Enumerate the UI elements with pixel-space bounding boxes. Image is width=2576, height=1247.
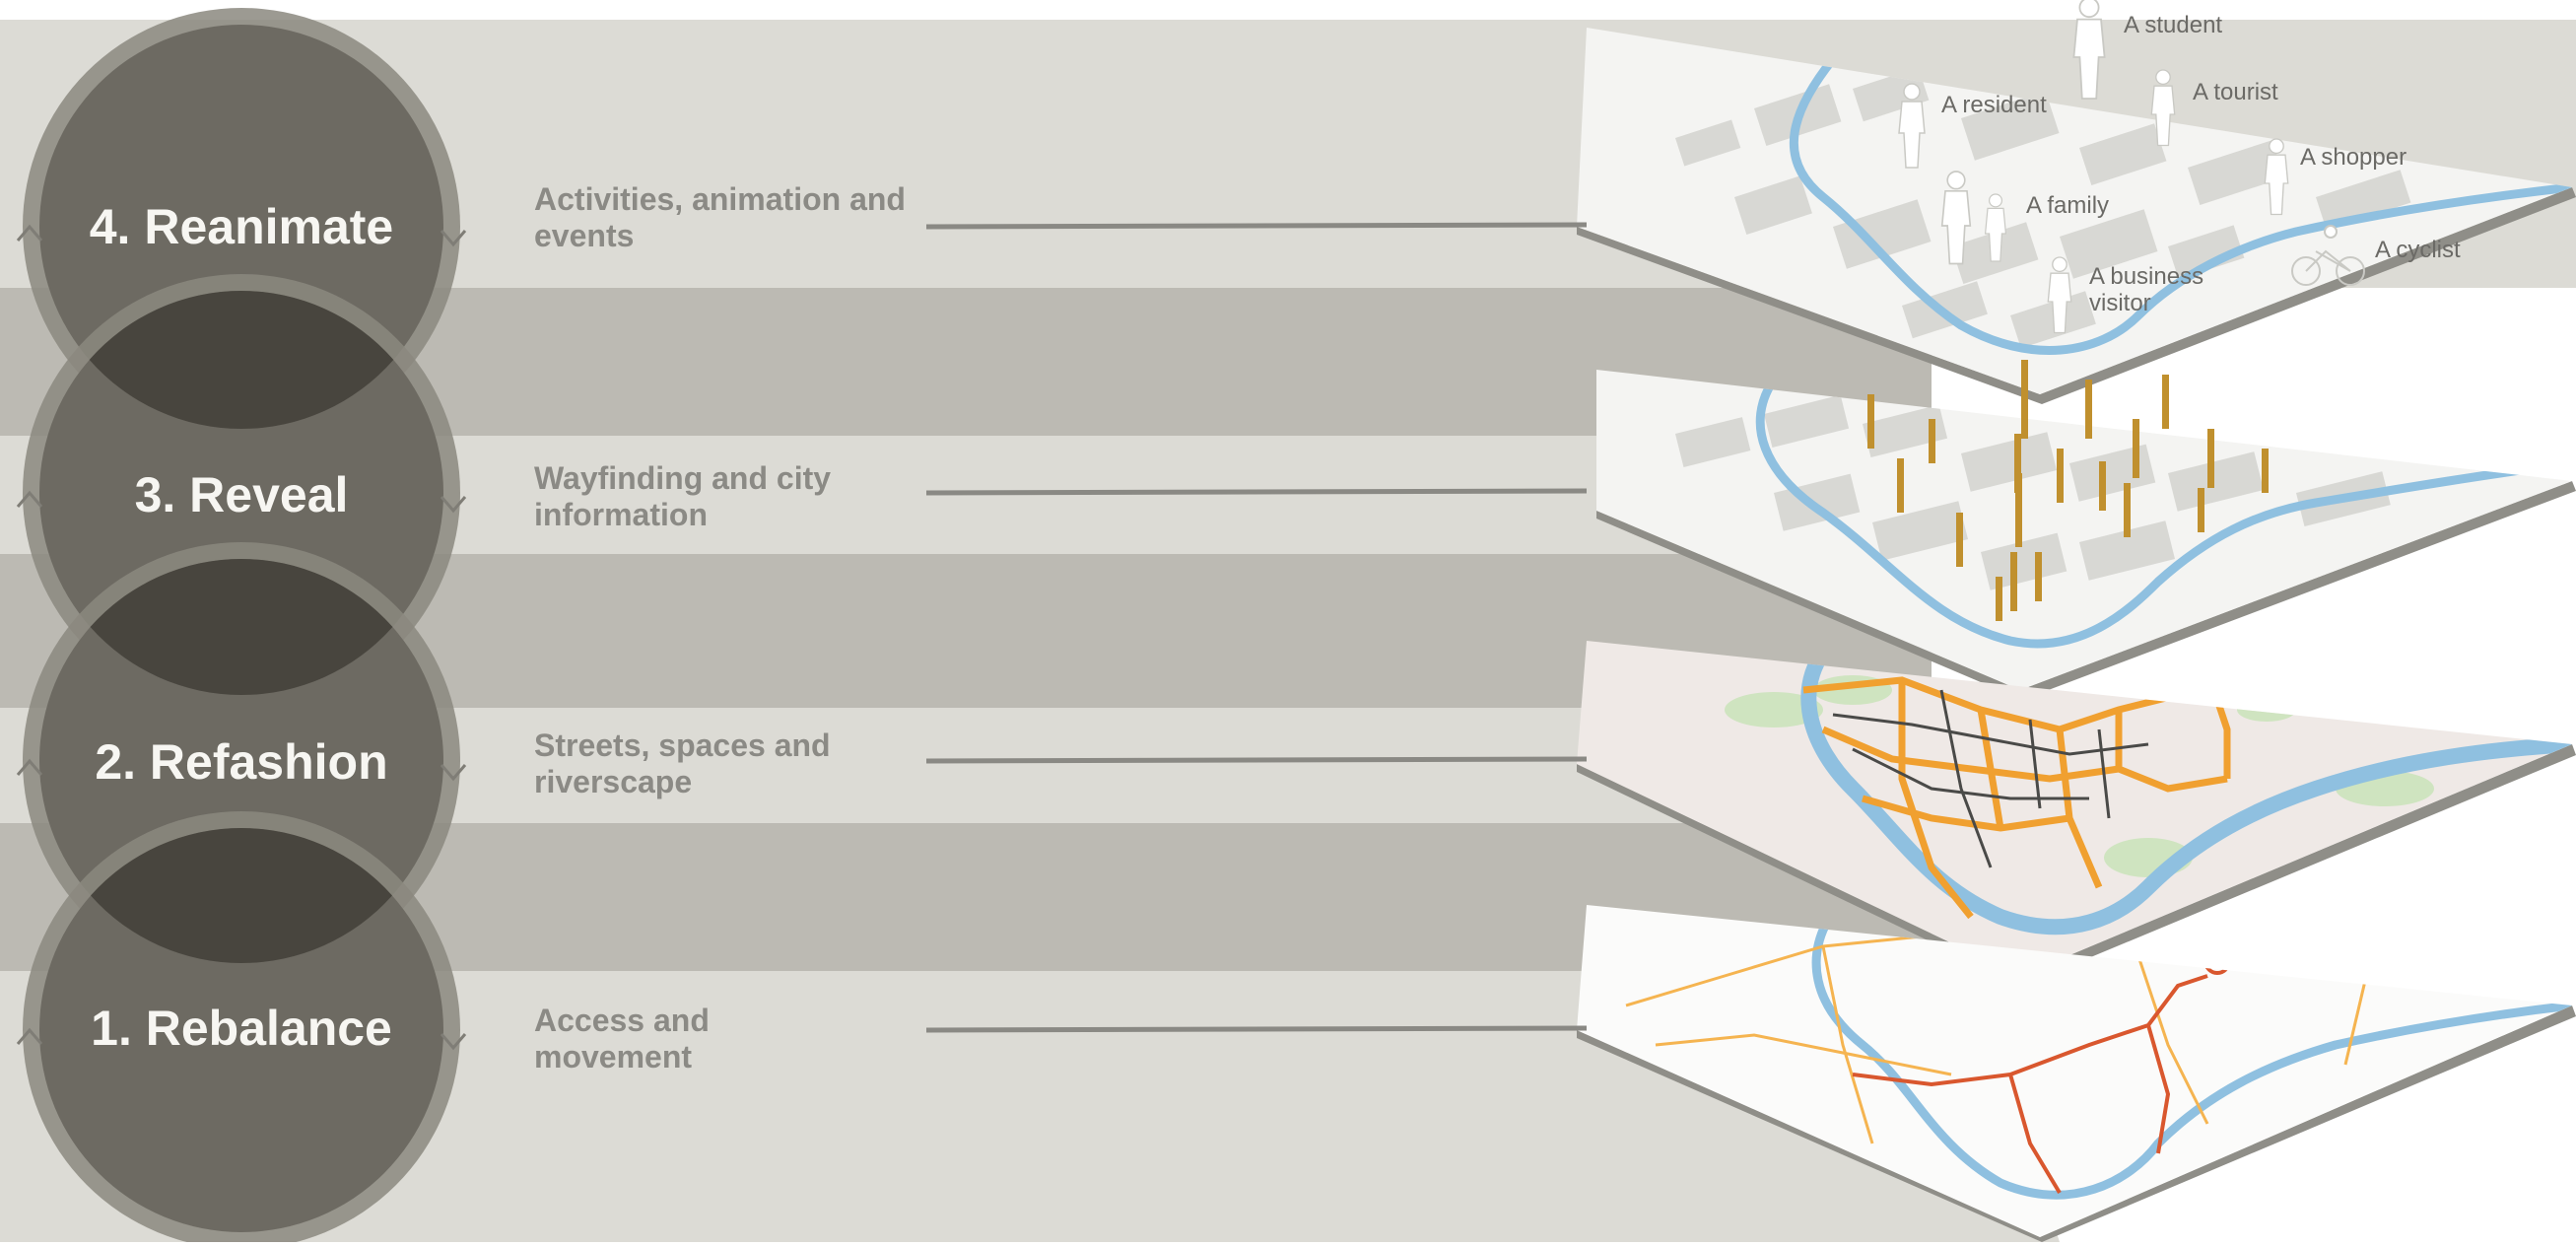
student-figure-icon xyxy=(2072,0,2106,100)
wayfinding-post xyxy=(2162,375,2169,429)
connector-line-reveal xyxy=(925,488,1588,496)
wayfinding-post xyxy=(2198,488,2204,532)
persona-label-business-visitor: A business visitor xyxy=(2089,263,2204,316)
map-plane-refashion xyxy=(1577,641,2576,986)
layer-circles xyxy=(16,8,467,1247)
persona-label-shopper: A shopper xyxy=(2300,144,2407,171)
connector-line-reanimate xyxy=(925,222,1588,230)
persona-label-cyclist: A cyclist xyxy=(2375,237,2461,263)
wayfinding-post xyxy=(2262,449,2269,493)
connectors xyxy=(925,222,1588,1033)
streets-spaces-map xyxy=(1725,641,2572,935)
persona-figures xyxy=(1898,0,2365,334)
shopper-figure-icon xyxy=(2264,138,2289,216)
chevron-down-icon xyxy=(440,496,467,514)
river-reanimate xyxy=(1789,56,2572,355)
persona-label-resident: A resident xyxy=(1941,92,2047,118)
circle-overlap-2 xyxy=(90,559,393,695)
tourist-figure-icon xyxy=(2150,69,2176,147)
chevron-up-icon xyxy=(16,758,43,776)
layer-desc-refashion: Streets, spaces and riverscape xyxy=(534,727,831,799)
band-dark-2 xyxy=(0,554,1932,708)
river-reveal xyxy=(1755,377,2572,649)
layer-title-rebalance: 1. Rebalance xyxy=(91,1001,392,1056)
map-plane-reanimate xyxy=(1577,28,2576,404)
connector-line-refashion xyxy=(925,756,1588,764)
river-rebalance xyxy=(1811,909,2572,1200)
persona-label-tourist: A tourist xyxy=(2193,79,2278,105)
wayfinding-post xyxy=(2085,380,2092,439)
wayfinding-post xyxy=(2133,419,2139,478)
map-plane-reveal xyxy=(1596,370,2576,700)
chevron-down-icon xyxy=(440,764,467,782)
wayfinding-post xyxy=(2021,360,2028,439)
family-figure-icon xyxy=(1940,171,1972,265)
layer-title-reveal: 3. Reveal xyxy=(134,467,349,522)
chevron-up-icon xyxy=(16,490,43,508)
persona-label-student: A student xyxy=(2124,12,2223,38)
wayfinding-post xyxy=(1996,577,2002,621)
cyclist-figure-icon xyxy=(2291,225,2365,286)
wayfinding-post xyxy=(2057,449,2064,503)
wayfinding-post xyxy=(2015,473,2022,547)
chevron-down-icon xyxy=(440,1033,467,1051)
wayfinding-posts xyxy=(1867,360,2269,621)
wayfinding-post xyxy=(2124,483,2131,537)
river-refashion xyxy=(1800,641,2572,935)
wayfinding-post xyxy=(1929,419,1935,463)
persona-label-family: A family xyxy=(2026,192,2110,219)
street-blocks-reveal xyxy=(1675,377,2572,649)
circle-overlap-1 xyxy=(89,291,394,429)
band-light-4 xyxy=(0,971,2060,1242)
layer-desc-rebalance: Access and movement xyxy=(534,1003,710,1074)
chevron-up-icon xyxy=(16,224,43,242)
layer-desc-reveal: Wayfinding and city information xyxy=(534,460,832,532)
band-dark-3 xyxy=(0,823,1932,971)
resident-figure-icon xyxy=(1898,83,1926,169)
wayfinding-post xyxy=(2014,434,2021,493)
wayfinding-post xyxy=(2035,552,2042,601)
wayfinding-post xyxy=(1897,458,1904,513)
layer-title-reanimate: 4. Reanimate xyxy=(89,199,394,254)
chevron-up-icon xyxy=(16,1027,43,1045)
circle-overlap-3 xyxy=(91,828,392,964)
connector-line-rebalance xyxy=(925,1025,1588,1033)
band-dark-1 xyxy=(0,288,1932,436)
family-figure-icon xyxy=(1984,193,2007,262)
business-visitor-figure-icon xyxy=(2047,256,2072,334)
band-light-3 xyxy=(0,708,1951,823)
chevron-down-icon xyxy=(440,230,467,247)
street-blocks-reanimate xyxy=(1675,56,2572,355)
layer-title-refashion: 2. Refashion xyxy=(95,734,388,790)
wayfinding-post xyxy=(2099,461,2106,511)
wayfinding-post xyxy=(1867,394,1874,449)
map-layers xyxy=(1577,28,2576,1242)
wayfinding-post xyxy=(1956,513,1963,567)
wayfinding-post xyxy=(2207,429,2214,488)
layer-desc-reanimate: Activities, animation and events xyxy=(534,181,906,253)
wayfinding-post xyxy=(2010,552,2017,611)
